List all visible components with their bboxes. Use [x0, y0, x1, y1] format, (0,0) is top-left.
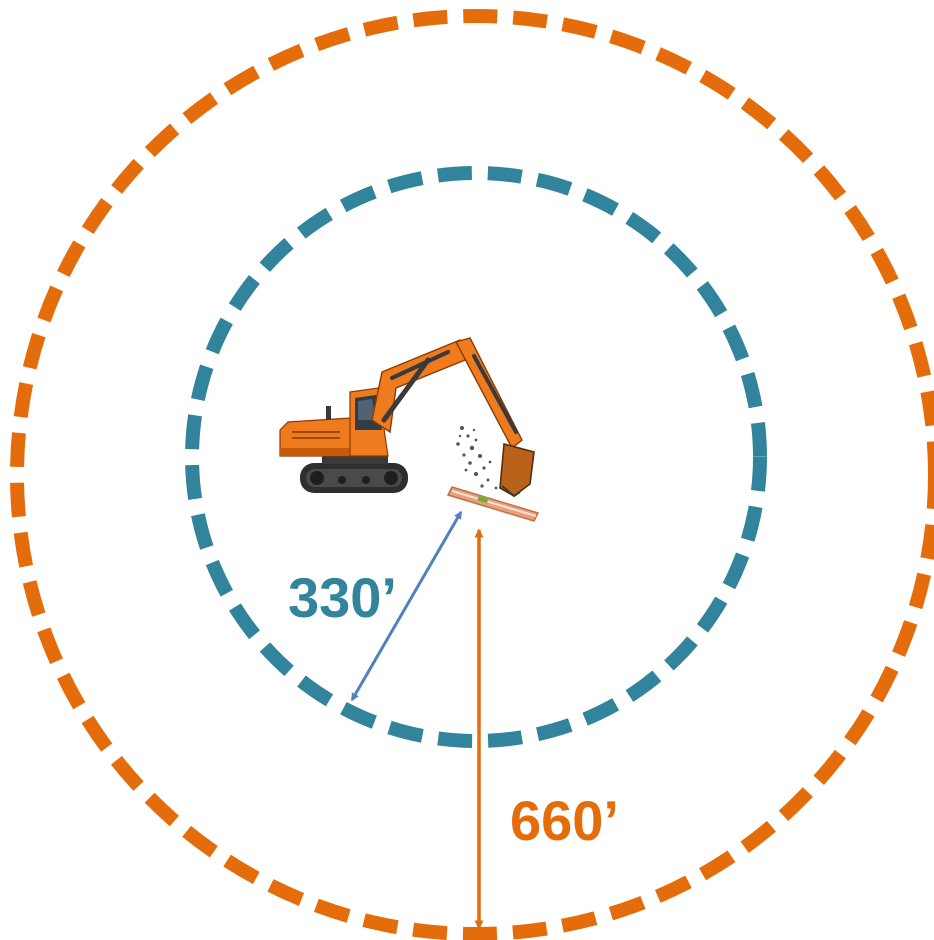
debris-cloud [456, 426, 497, 489]
inner-radius-label: 330’ [288, 566, 397, 629]
outer-radius-label: 660’ [510, 789, 619, 852]
excavator-icon [280, 338, 538, 521]
inner-radius-ring [192, 173, 760, 741]
excavator-arm [456, 338, 522, 448]
pipe-icon [448, 487, 538, 521]
tracks [300, 463, 408, 493]
